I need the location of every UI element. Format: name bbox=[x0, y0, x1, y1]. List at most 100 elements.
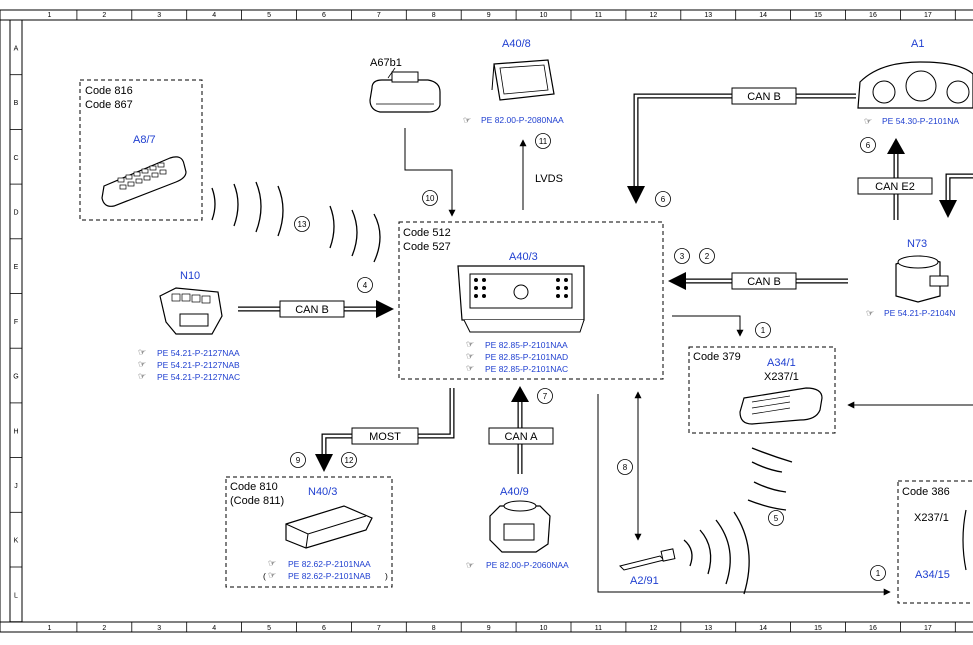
grid-column-label-5: 5 bbox=[267, 12, 271, 19]
a8-7-remote-control-icon bbox=[101, 156, 187, 207]
n40-3-label: N40/3 bbox=[308, 486, 337, 498]
connection-lines bbox=[404, 128, 973, 596]
radio-waves-antenna bbox=[683, 511, 750, 595]
can-e2-label-box bbox=[857, 177, 933, 195]
grid-column-label-11: 11 bbox=[595, 12, 602, 19]
callout-13: 13 bbox=[294, 216, 310, 232]
grid-column-label-8: 8 bbox=[432, 625, 436, 632]
can-a-label-box bbox=[488, 427, 554, 445]
grid-column-label-10: 10 bbox=[540, 12, 548, 19]
grid-column-label-6: 6 bbox=[322, 12, 326, 19]
a40-3-reference-icon-1: ☞ bbox=[466, 339, 474, 349]
a34-15-label: A34/15 bbox=[915, 569, 950, 581]
a40-3-reference-1: PE 82.85-P-2101NAA bbox=[485, 340, 568, 350]
n73-label: N73 bbox=[907, 238, 927, 250]
a8-7-code-1: Code 816 bbox=[85, 85, 133, 97]
callout-1: 1 bbox=[870, 565, 886, 581]
grid-column-label-11: 11 bbox=[595, 625, 602, 632]
svg-text:6: 6 bbox=[661, 195, 666, 204]
grid-column-label-2: 2 bbox=[102, 625, 106, 632]
svg-text:11: 11 bbox=[539, 137, 548, 146]
a34-15-sublabel: X237/1 bbox=[914, 512, 949, 524]
grid-column-label-8: 8 bbox=[432, 12, 436, 19]
a2-91-antenna-icon bbox=[619, 548, 676, 571]
grid-row-label-L: L bbox=[14, 592, 18, 599]
a8-7-code-2: Code 867 bbox=[85, 99, 133, 111]
callout-5: 5 bbox=[768, 510, 784, 526]
a40-3-reference-icon-2: ☞ bbox=[466, 351, 474, 361]
n10-reference-2: PE 54.21-P-2127NAB bbox=[157, 360, 240, 370]
grid-column-label-6: 6 bbox=[322, 625, 326, 632]
callout-9: 9 bbox=[290, 452, 306, 468]
a40-3-code-1: Code 512 bbox=[403, 227, 451, 239]
grid-row-label-D: D bbox=[13, 209, 18, 216]
svg-text:7: 7 bbox=[543, 392, 548, 401]
a1-reference: PE 54.30-P-2101NA bbox=[882, 116, 959, 126]
grid-row-label-J: J bbox=[14, 483, 18, 490]
n40-3-amplifier-icon bbox=[285, 505, 373, 549]
a34-1-key-icon bbox=[739, 387, 823, 425]
grid-column-label-15: 15 bbox=[814, 625, 822, 632]
grid-column-label-12: 12 bbox=[649, 12, 657, 19]
grid-column-label-9: 9 bbox=[487, 625, 491, 632]
can-b-top-line bbox=[627, 93, 856, 204]
n40-3-reference-1: PE 82.62-P-2101NAA bbox=[288, 559, 371, 569]
a40-9-reference-icon: ☞ bbox=[466, 560, 474, 570]
a40-3-code-box bbox=[398, 221, 664, 380]
can-a-label: CAN A bbox=[504, 431, 538, 443]
a34-15-key-icon bbox=[962, 509, 967, 571]
grid-column-label-3: 3 bbox=[157, 625, 161, 632]
a67b1-rear-view-mirror-icon bbox=[369, 67, 441, 113]
a1-label: A1 bbox=[911, 38, 924, 50]
a40-3-head-unit-icon bbox=[457, 265, 585, 333]
grid-row-label-E: E bbox=[14, 264, 19, 271]
a40-3-reference-icon-3: ☞ bbox=[466, 363, 474, 373]
a34-1-code: Code 379 bbox=[693, 351, 741, 363]
grid-column-label-15: 15 bbox=[814, 12, 822, 19]
grid-column-label-9: 9 bbox=[487, 12, 491, 19]
a40-9-reference: PE 82.00-P-2060NAA bbox=[486, 560, 569, 570]
callout-8: 8 bbox=[617, 459, 633, 475]
n10-reference-icon-1: ☞ bbox=[138, 347, 146, 357]
svg-text:13: 13 bbox=[298, 220, 307, 229]
callout-2: 2 bbox=[699, 248, 715, 264]
grid-row-label-C: C bbox=[13, 155, 18, 162]
grid-frame bbox=[0, 9, 973, 633]
can-b-left-label-box bbox=[279, 300, 345, 318]
n73-reference-icon: ☞ bbox=[866, 308, 874, 318]
n73-ignition-switch-icon bbox=[895, 255, 949, 303]
n10-reference-1: PE 54.21-P-2127NAA bbox=[157, 348, 240, 358]
grid-row-label-H: H bbox=[13, 428, 18, 435]
grid-column-label-10: 10 bbox=[540, 625, 548, 632]
a40-9-label: A40/9 bbox=[500, 486, 529, 498]
can-b-top-label: CAN B bbox=[747, 91, 781, 103]
a40-9-controller-icon bbox=[489, 500, 551, 553]
most-label: MOST bbox=[369, 431, 401, 443]
callout-6: 6 bbox=[860, 137, 876, 153]
n73-reference: PE 54.21-P-2104N bbox=[884, 308, 955, 318]
a40-3-code-2: Code 527 bbox=[403, 241, 451, 253]
grid-column-label-17: 17 bbox=[924, 625, 932, 632]
grid-column-label-5: 5 bbox=[267, 625, 271, 632]
svg-text:): ) bbox=[385, 571, 388, 581]
svg-text:10: 10 bbox=[426, 194, 435, 203]
callout-3: 3 bbox=[674, 248, 690, 264]
n10-reference-icon-3: ☞ bbox=[138, 371, 146, 381]
grid-column-labels: 1122334455667788991010111112121313141415… bbox=[47, 10, 956, 632]
a40-8-reference: PE 82.00-P-2080NAA bbox=[481, 115, 564, 125]
a40-3-reference-2: PE 82.85-P-2101NAD bbox=[485, 352, 568, 362]
svg-text:2: 2 bbox=[705, 252, 710, 261]
svg-text:9: 9 bbox=[296, 456, 301, 465]
grid-column-label-13: 13 bbox=[704, 12, 712, 19]
grid-column-label-2: 2 bbox=[102, 12, 106, 19]
can-b-left-label: CAN B bbox=[295, 304, 329, 316]
a34-1-label: A34/1 bbox=[767, 357, 796, 369]
grid-row-label-B: B bbox=[14, 100, 19, 107]
grid-row-label-A: A bbox=[14, 45, 19, 52]
can-b-top-label-box bbox=[731, 87, 797, 105]
n40-3-reference-icon-1: ☞ bbox=[268, 558, 276, 568]
a34-15-code-box bbox=[897, 480, 973, 604]
n40-3-reference-2: PE 82.62-P-2101NAB bbox=[288, 571, 371, 581]
n40-3-code-1: Code 810 bbox=[230, 481, 278, 493]
